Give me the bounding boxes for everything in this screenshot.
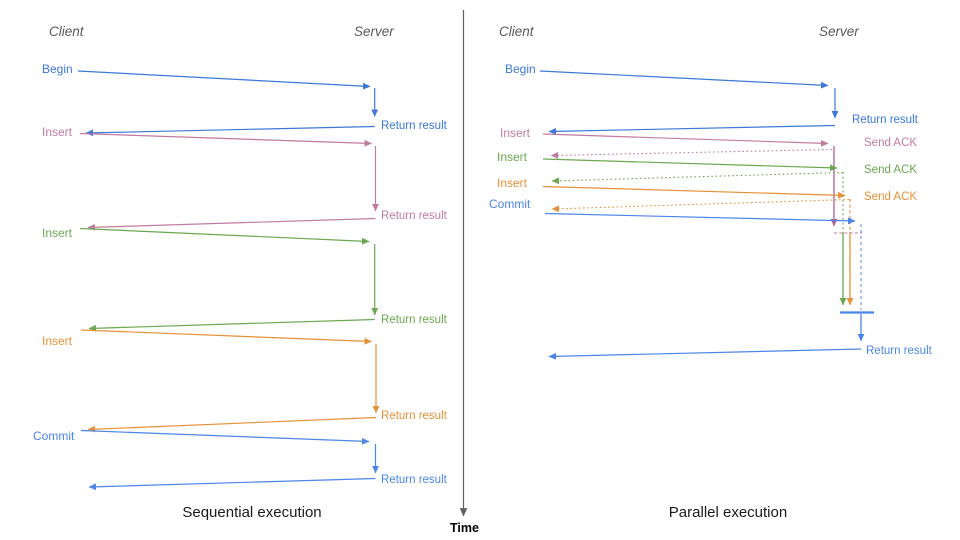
- seq-begin-return-label: Return result: [381, 120, 447, 132]
- seq-insert3-label: Insert: [42, 334, 73, 348]
- par-insert2-ack-label: Send ACK: [864, 164, 918, 176]
- seq-insert1-return-label: Return result: [381, 210, 447, 222]
- par-insert3-arrows: [542, 185, 854, 306]
- par-insert2-label: Insert: [497, 150, 528, 164]
- par-insert2-arrows: [542, 158, 847, 306]
- par-begin-return-label: Return result: [852, 114, 918, 126]
- seq-insert1-label: Insert: [42, 125, 73, 139]
- par-insert3-label: Insert: [497, 176, 528, 190]
- seq-commit-return-label: Return result: [381, 474, 447, 486]
- par-client-header: Client: [499, 24, 534, 39]
- seq-server-header: Server: [354, 24, 394, 39]
- seq-commit-label: Commit: [33, 429, 75, 443]
- seq-insert2-label: Insert: [42, 226, 73, 240]
- par-server-header: Server: [819, 24, 859, 39]
- seq-begin-label: Begin: [42, 62, 73, 76]
- par-insert1-label: Insert: [500, 126, 531, 140]
- par-caption: Parallel execution: [668, 504, 788, 521]
- seq-insert3-return-label: Return result: [381, 410, 447, 422]
- seq-caption: Sequential execution: [182, 504, 322, 521]
- par-commit-label: Commit: [489, 197, 531, 211]
- par-commit-arrows: [544, 212, 862, 310]
- par-insert1-arrows: [542, 133, 838, 227]
- seq-insert1-arrows: [79, 132, 379, 231]
- seq-client-header: Client: [49, 24, 84, 39]
- par-final-return-label: Return result: [866, 345, 932, 357]
- seq-insert3-arrows: [80, 329, 380, 433]
- par-sync-and-return-arrows: [548, 232, 874, 360]
- seq-begin-arrows: [77, 70, 379, 137]
- seq-insert2-arrows: [79, 227, 379, 332]
- par-insert1-ack-label: Send ACK: [864, 137, 918, 149]
- seq-commit-arrows: [80, 429, 379, 491]
- par-insert3-ack-label: Send ACK: [864, 191, 918, 203]
- par-begin-label: Begin: [505, 62, 536, 76]
- par-begin-arrows: [539, 70, 839, 135]
- time-axis-label: Time: [450, 521, 479, 535]
- seq-insert2-return-label: Return result: [381, 314, 447, 326]
